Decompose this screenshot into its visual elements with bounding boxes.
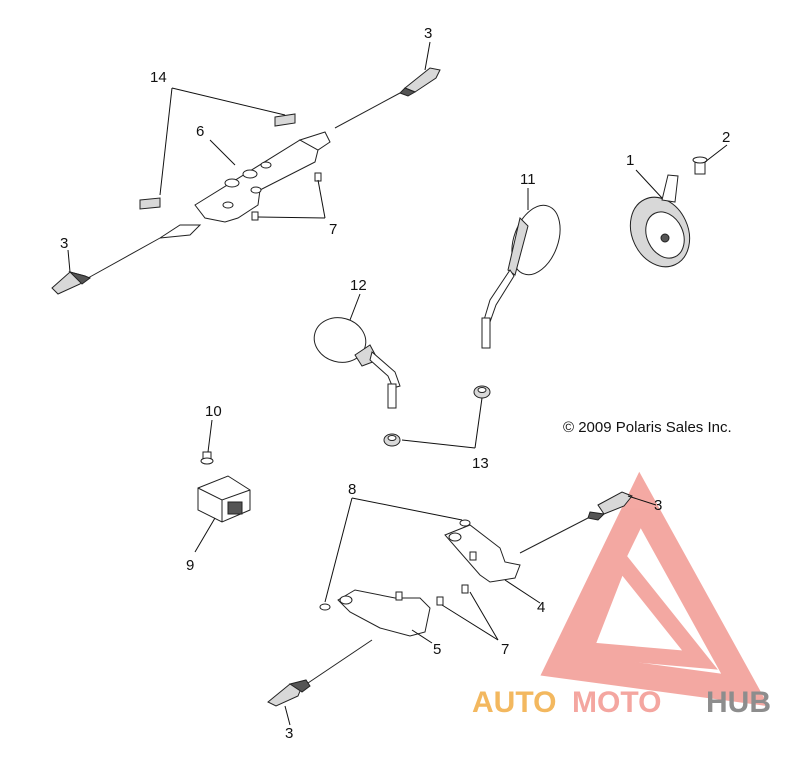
screws-8: [319, 519, 471, 611]
callout-9: 9: [186, 557, 194, 574]
callout-3-left: 3: [60, 235, 68, 252]
callout-7-top: 7: [329, 221, 337, 238]
callout-7-bottom: 7: [501, 641, 509, 658]
callout-14: 14: [150, 69, 167, 86]
callout-10: 10: [205, 403, 222, 420]
turn-signal-3-top: [334, 67, 441, 129]
callout-5: 5: [433, 641, 441, 658]
callout-1: 1: [626, 152, 634, 169]
mirror-11: [481, 204, 561, 349]
bracket-4: [444, 524, 521, 583]
callout-12: 12: [350, 277, 367, 294]
callout-13: 13: [472, 455, 489, 472]
turn-signal-3-mid: [519, 491, 633, 554]
bracket-5: [337, 589, 431, 637]
watermark-text-hub: HUB: [706, 686, 771, 719]
screw-2: [692, 156, 708, 175]
watermark-logo: [540, 471, 769, 707]
watermark-triangle-outer: [540, 471, 769, 707]
watermark-text-moto: MOTO: [572, 686, 661, 719]
relay-9: [197, 475, 251, 523]
leader-lines: [67, 41, 728, 726]
callout-8: 8: [348, 481, 356, 498]
callout-3-mid: 3: [654, 497, 662, 514]
watermark-text-auto: AUTO: [472, 686, 556, 719]
bolts-7-upper: [251, 172, 322, 221]
copyright-text: © 2009 Polaris Sales Inc.: [563, 419, 732, 436]
horn-1: [629, 174, 691, 268]
callout-3-top: 3: [424, 25, 432, 42]
bracket-6: [194, 131, 331, 223]
bolts-7-lower: [395, 551, 477, 606]
watermark-triangle-inner: [573, 544, 718, 670]
decal-14: [139, 113, 296, 210]
callout-6: 6: [196, 123, 204, 140]
callout-3-bottom: 3: [285, 725, 293, 742]
screw-10: [200, 451, 214, 465]
callout-11: 11: [520, 171, 536, 188]
mirror-12: [313, 317, 401, 409]
nuts-13: [383, 385, 491, 447]
turn-signal-3-left: [51, 224, 202, 295]
callout-2: 2: [722, 129, 730, 146]
turn-signal-3-bottom: [267, 639, 373, 707]
callout-4: 4: [537, 599, 545, 616]
